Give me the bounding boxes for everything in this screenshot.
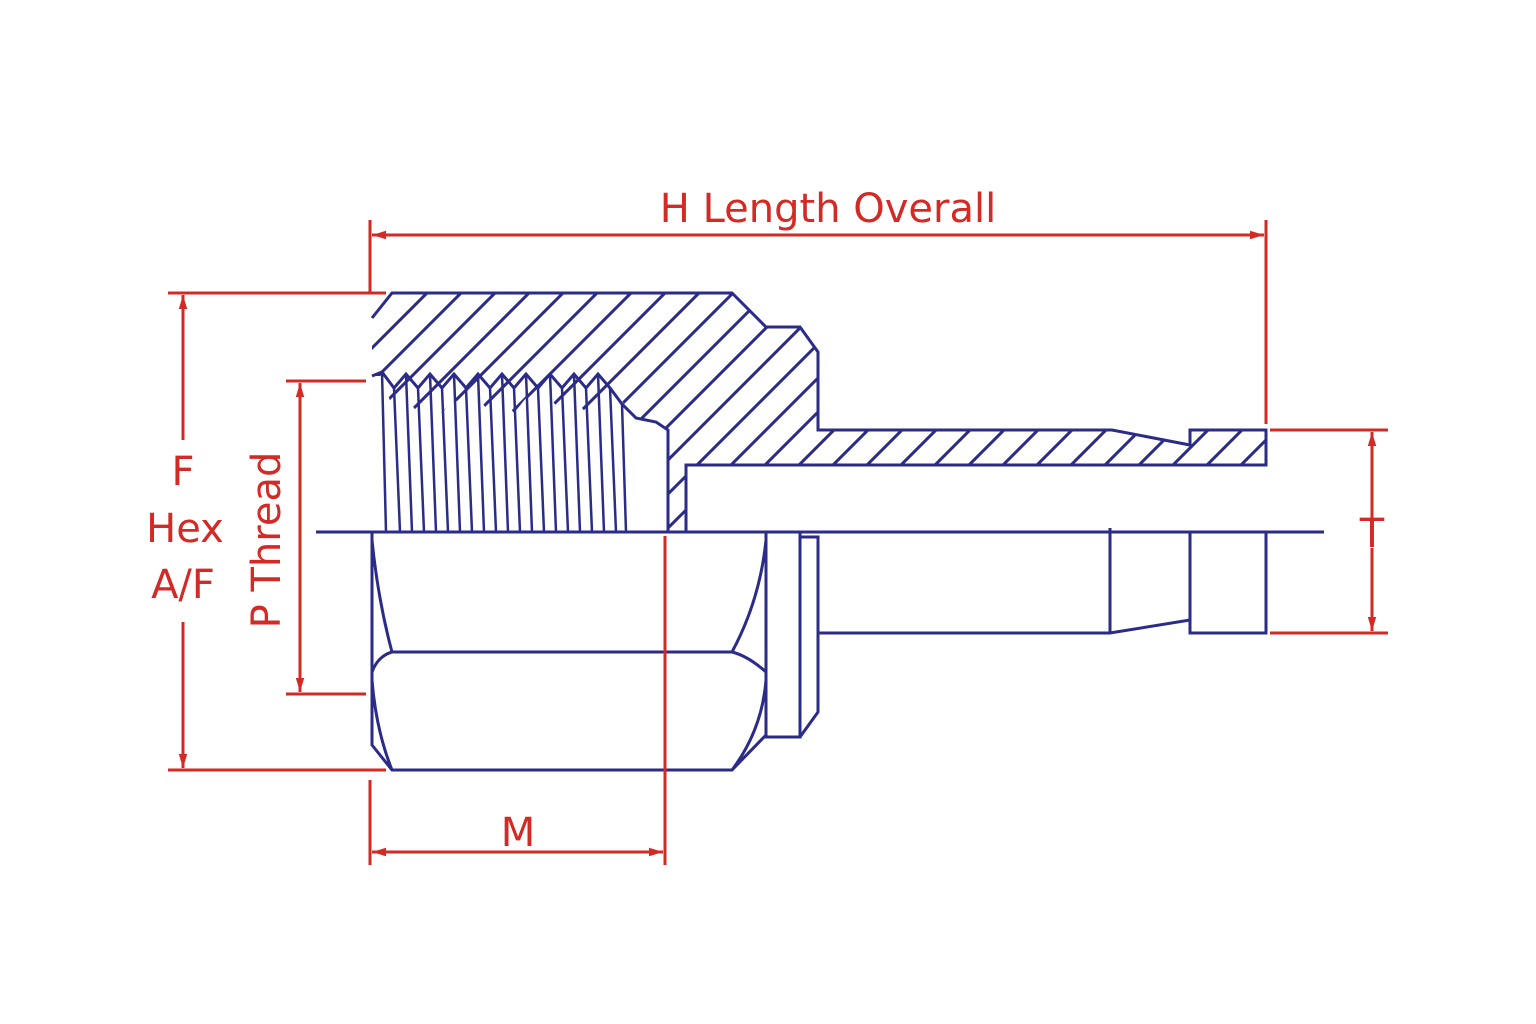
hatch-line [722,293,986,532]
collar-outline [764,532,820,739]
hatch-line [416,293,680,532]
hatch-line [1198,293,1266,532]
hatch-line [620,293,884,532]
hex-lower-curve-right [730,679,768,771]
hatch-line [1028,293,1266,532]
hatch-line [756,293,1020,532]
label-h-length-overall: H Length Overall [660,186,996,232]
hatch-line [552,293,816,532]
thread-lines [380,371,628,533]
hatch-line [1130,293,1266,532]
dimension-p-thread: P Thread [244,379,366,696]
hex-face-curve-right [730,539,768,653]
hatch-line [518,293,782,532]
label-f: F [171,449,194,495]
hatch-line [1062,293,1266,532]
dimension-f-hex: F Hex A/F [146,291,386,772]
hatch-line [824,293,1088,532]
hatch-line [892,293,1156,532]
hex-face-curve-left [370,539,394,653]
upper-section-outline [370,291,1268,532]
hatch-line [790,293,1054,532]
label-t: T [1359,511,1385,557]
hatch-line [1096,293,1266,532]
hex-flat-line [370,650,767,674]
hatch-line [1268,280,1528,540]
hatch-line [926,293,1190,532]
dimension-t: T [1270,428,1388,635]
dimensions: H Length Overall F Hex A/F P Thread M [146,186,1388,865]
hatch-line [688,293,952,532]
hatch-line [858,293,1122,532]
hatch-line [1164,293,1266,532]
hex-lower-curve-left [370,679,394,771]
hatch-line [484,293,748,532]
hatch-line [372,293,476,532]
dimension-h-length: H Length Overall [368,186,1268,424]
label-af: A/F [151,562,215,608]
hatch-line [1232,293,1266,532]
internal-thread-profile [371,370,670,532]
tube-stem-outline [818,532,1268,635]
label-m: M [501,810,536,856]
hatch-line [654,293,918,532]
label-p-thread: P Thread [244,452,290,629]
hatch-line [994,293,1258,532]
fitting-body [316,280,1528,772]
dimension-m: M [368,536,667,865]
label-hex: Hex [146,506,224,552]
hatch-line [372,293,442,532]
hatch-line [960,293,1224,532]
